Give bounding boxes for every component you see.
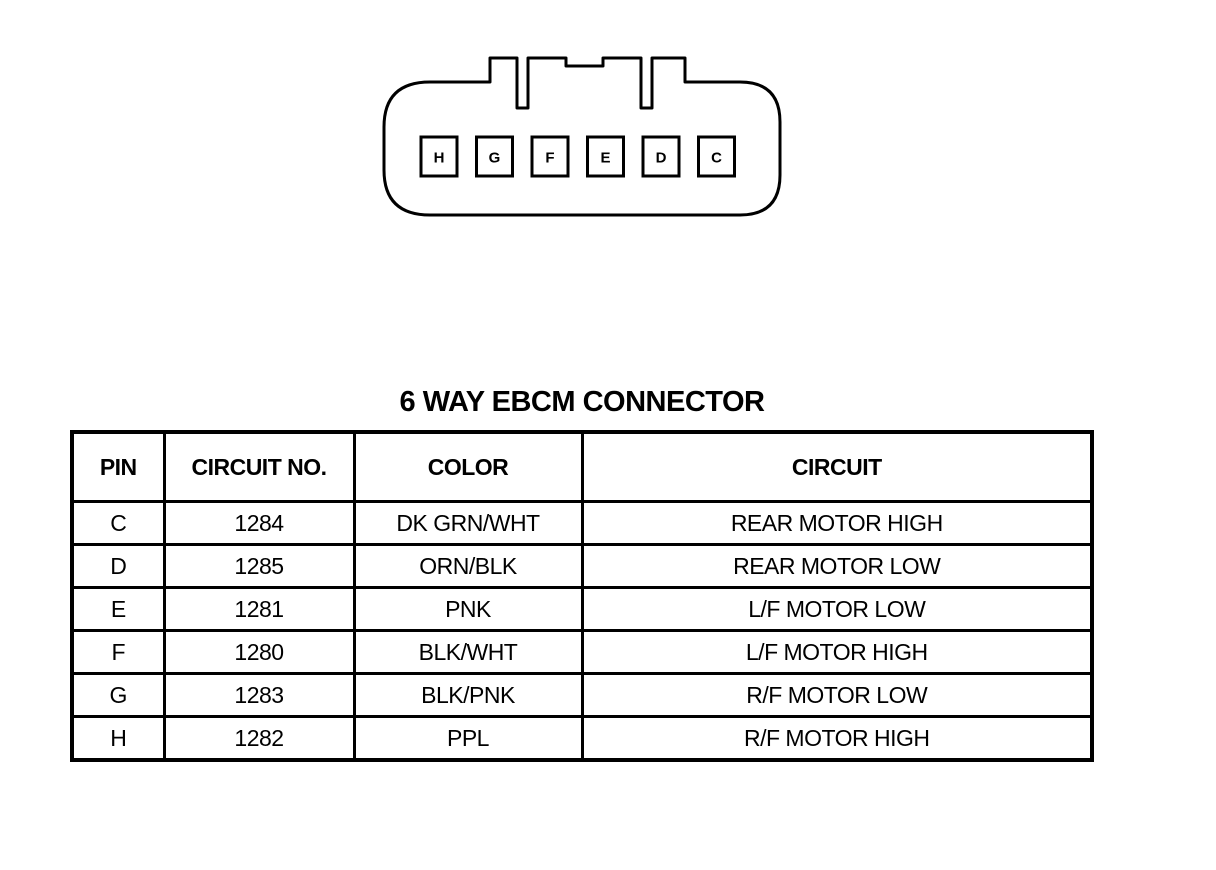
table-header-row: PIN CIRCUIT NO. COLOR CIRCUIT [70,430,1094,503]
pin-label: G [489,150,501,167]
cell-color: DK GRN/WHT [352,500,584,546]
connector-title: 6 WAY EBCM CONNECTOR [399,386,765,418]
pin-cavity-c: C [697,135,736,178]
pinout-table: PIN CIRCUIT NO. COLOR CIRCUIT C 1284 DK … [70,430,1094,762]
cell-circuit: L/F MOTOR HIGH [580,629,1094,675]
cell-circuit-no: 1282 [162,715,356,762]
cell-color: PPL [352,715,584,762]
cell-color: ORN/BLK [352,543,584,589]
cell-circuit-no: 1280 [162,629,356,675]
table-row: G 1283 BLK/PNK R/F MOTOR LOW [70,672,1094,718]
pin-label: F [545,150,554,167]
table-row: E 1281 PNK L/F MOTOR LOW [70,586,1094,632]
cell-circuit: REAR MOTOR HIGH [580,500,1094,546]
connector-housing [382,56,782,217]
header-pin: PIN [70,430,166,503]
pin-box [641,135,681,178]
pin-cavity-d: D [641,135,681,178]
cell-color: BLK/WHT [352,629,584,675]
pin-label: E [600,150,610,167]
cell-pin: G [70,672,166,718]
pin-cavity-h: H [419,135,459,178]
table-row: C 1284 DK GRN/WHT REAR MOTOR HIGH [70,500,1094,546]
pin-label: C [711,150,722,167]
cell-color: BLK/PNK [352,672,584,718]
pin-cavity-e: E [586,135,625,178]
cell-pin: C [70,500,166,546]
cell-circuit: REAR MOTOR LOW [580,543,1094,589]
cell-color: PNK [352,586,584,632]
pin-box [419,135,459,178]
table-row: D 1285 ORN/BLK REAR MOTOR LOW [70,543,1094,589]
cell-circuit: R/F MOTOR HIGH [580,715,1094,762]
cell-circuit: R/F MOTOR LOW [580,672,1094,718]
table-row: H 1282 PPL R/F MOTOR HIGH [70,715,1094,762]
cell-circuit-no: 1283 [162,672,356,718]
cell-circuit-no: 1281 [162,586,356,632]
cell-circuit-no: 1284 [162,500,356,546]
cell-circuit-no: 1285 [162,543,356,589]
pin-box [586,135,625,178]
pin-box [475,135,514,178]
table-row: F 1280 BLK/WHT L/F MOTOR HIGH [70,629,1094,675]
pin-cavity-f: F [530,135,570,178]
cell-pin: F [70,629,166,675]
cell-pin: E [70,586,166,632]
pin-label: H [434,150,445,167]
pin-box [697,135,736,178]
cell-circuit: L/F MOTOR LOW [580,586,1094,632]
pin-cavity-g: G [475,135,514,178]
cell-pin: H [70,715,166,762]
cell-pin: D [70,543,166,589]
header-circuit-no: CIRCUIT NO. [162,430,356,503]
header-color: COLOR [352,430,584,503]
pin-box [530,135,570,178]
header-circuit: CIRCUIT [580,430,1094,503]
pin-label: D [656,150,667,167]
